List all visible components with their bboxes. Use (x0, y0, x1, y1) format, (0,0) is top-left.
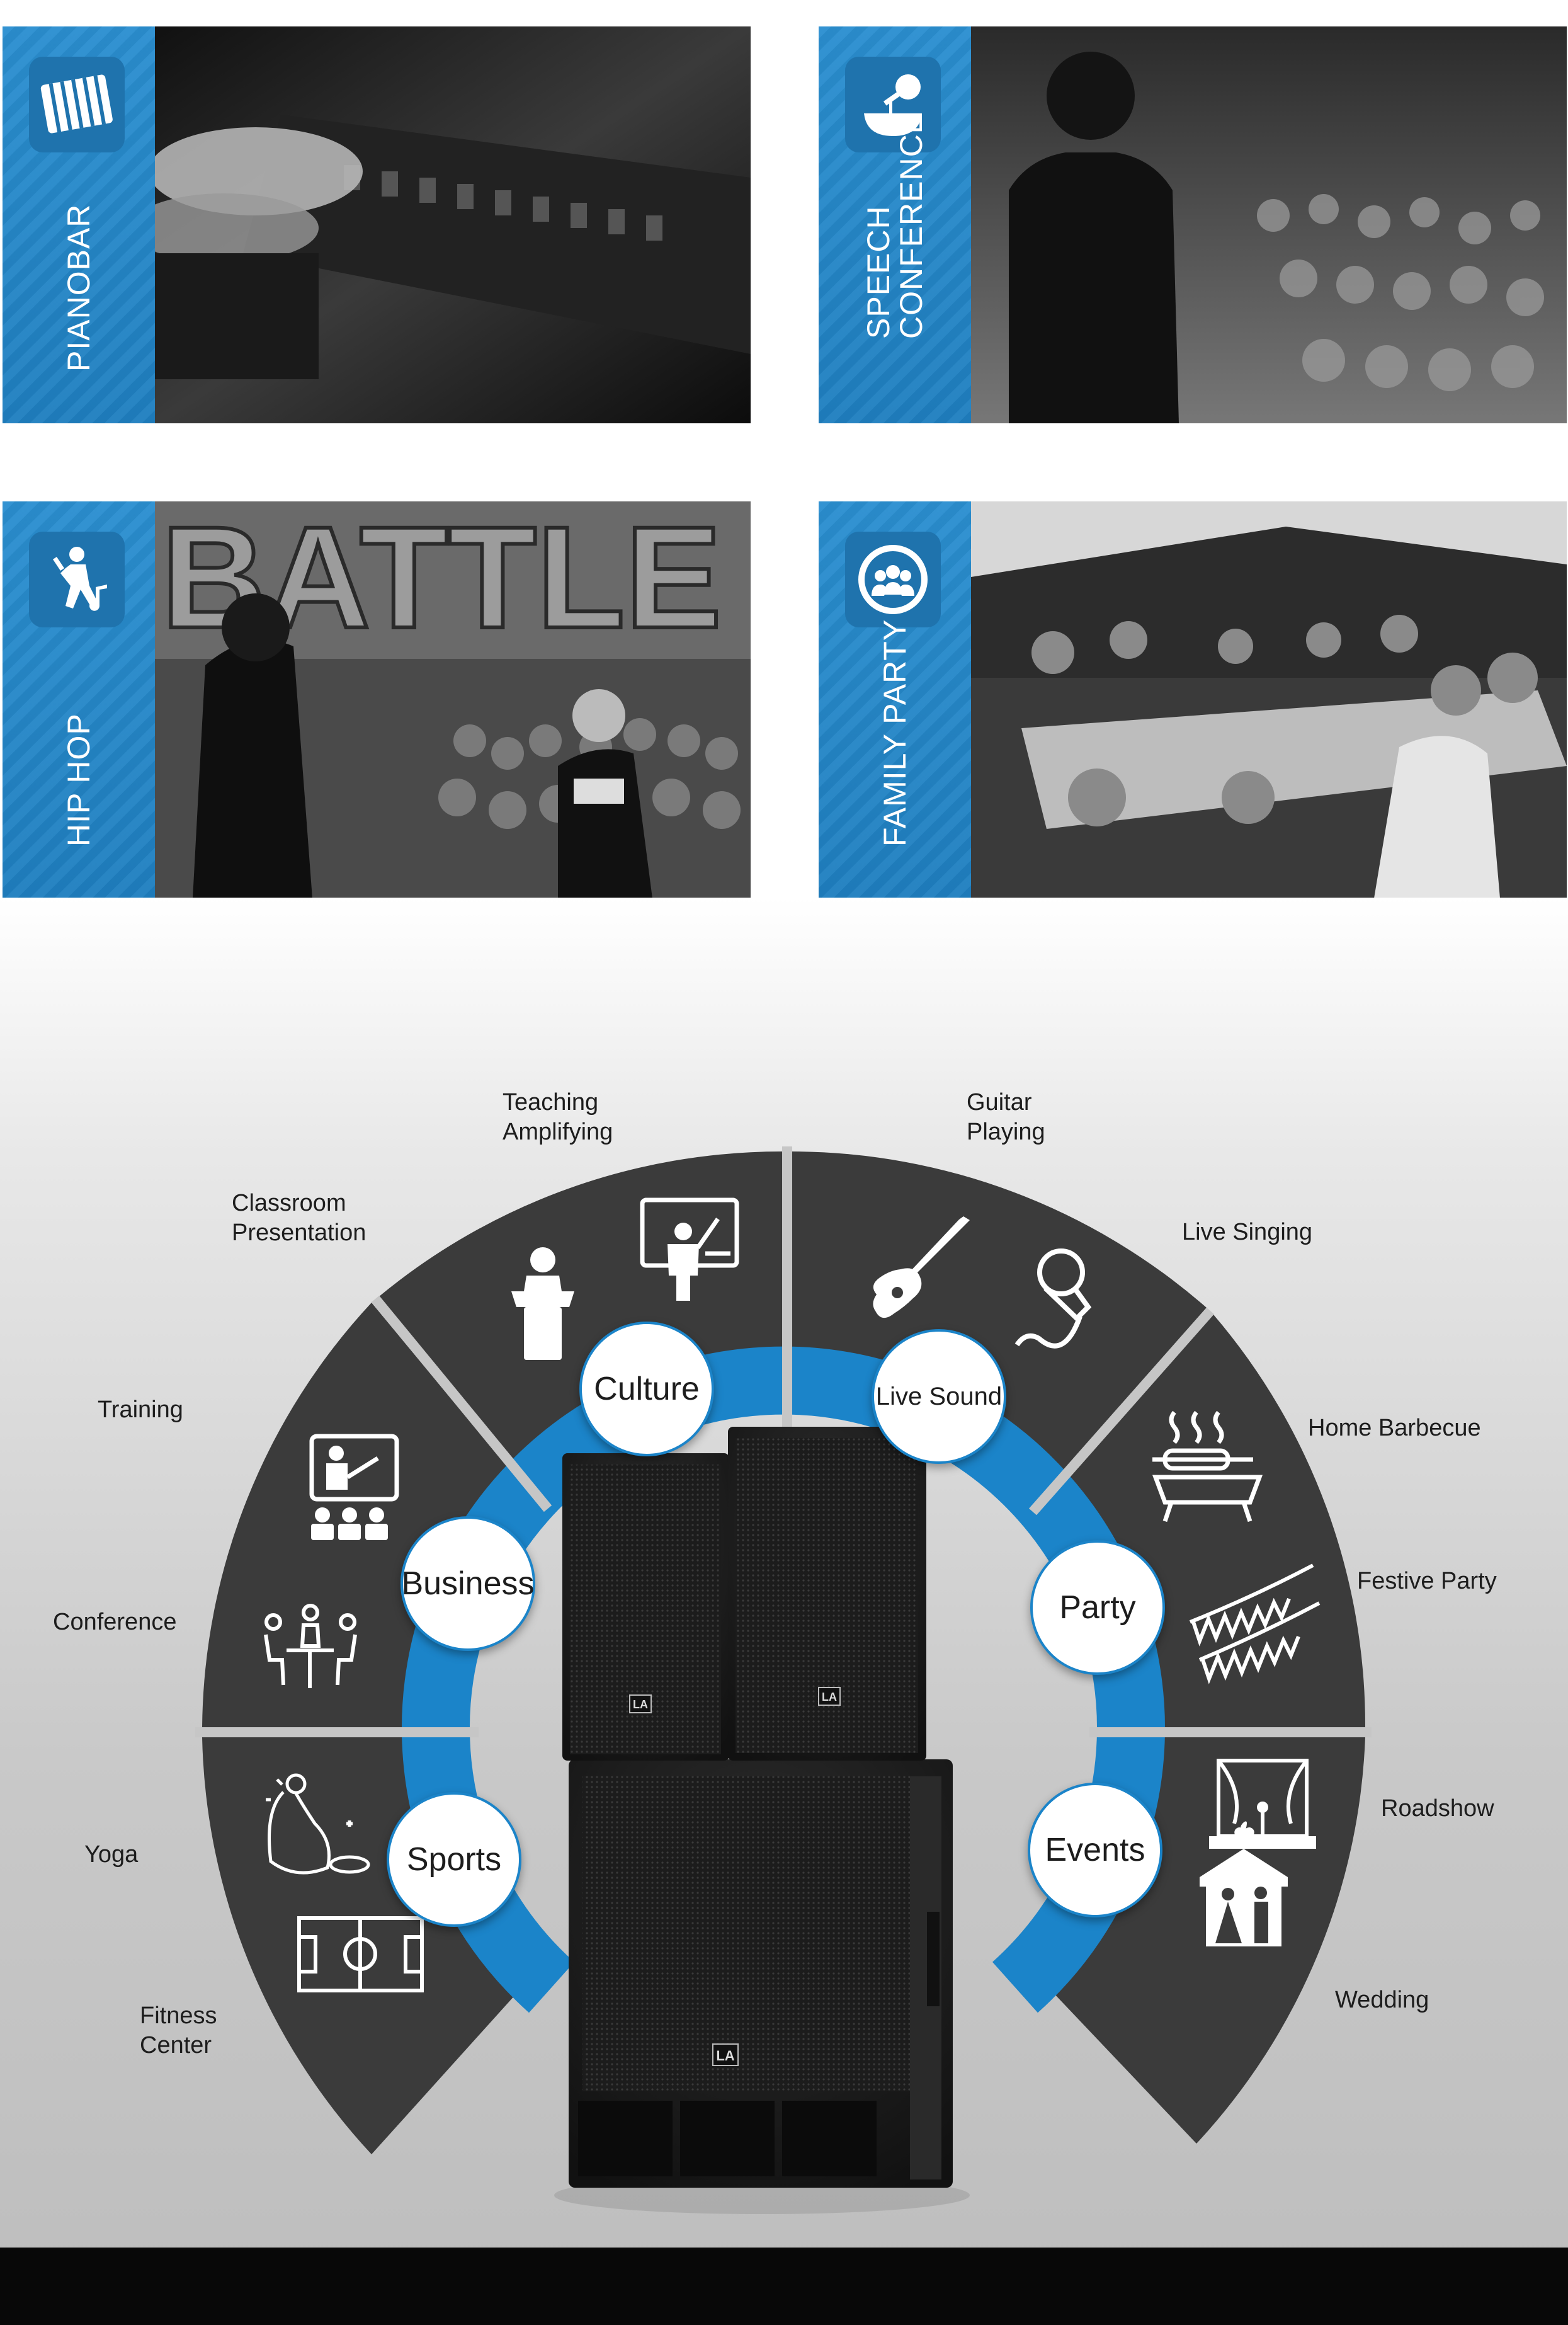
label-wedding: Wedding (1335, 1987, 1429, 2013)
group-people-icon (845, 532, 941, 627)
microphone-podium-icon (845, 57, 941, 152)
label-roadshow: Roadshow (1381, 1795, 1494, 1822)
teacher-board-icon (640, 1197, 739, 1301)
hub-live-sound[interactable]: Live Sound (872, 1329, 1006, 1464)
card-family-party: FAMILY PARTY (819, 501, 1567, 898)
label-yoga: Yoga (84, 1841, 139, 1868)
pianobar-photo (155, 26, 751, 423)
stage-icon (1209, 1759, 1316, 1849)
label-live-singing: Live Singing (1182, 1219, 1313, 1245)
applications-section: LA LA LA (0, 898, 1568, 2325)
family-band (819, 501, 971, 898)
podium-icon (511, 1247, 574, 1360)
hub-culture[interactable]: Culture (579, 1322, 714, 1456)
brand-logo-left: LA (633, 1698, 648, 1711)
bunting-icon (1189, 1563, 1321, 1684)
football-field-icon (297, 1916, 424, 1992)
speech-photo (971, 26, 1567, 423)
family-party-label: FAMILY PARTY (877, 619, 912, 847)
label-festive-party: Festive Party (1357, 1568, 1497, 1594)
card-pianobar: PIANOBAR (3, 26, 751, 423)
label-training: Training (98, 1397, 183, 1423)
piano-keys-icon (29, 57, 125, 152)
footer-bar (0, 2248, 1568, 2325)
microphone-icon (1014, 1248, 1092, 1349)
hiphop-label: HIP HOP (61, 713, 96, 847)
hub-sports[interactable]: Sports (387, 1792, 521, 1927)
guitar-icon (873, 1216, 970, 1318)
speaker-system-image: LA LA LA (554, 1427, 970, 2214)
pianobar-label: PIANOBAR (61, 203, 96, 372)
label-conference: Conference (53, 1609, 177, 1635)
card-hip-hop: BATTLE HIP HOP (3, 501, 751, 898)
label-home-barbecue: Home Barbecue (1308, 1415, 1481, 1441)
yoga-icon (266, 1773, 370, 1875)
hub-events[interactable]: Events (1028, 1783, 1162, 1917)
barbecue-icon (1152, 1410, 1263, 1522)
dancer-icon (29, 532, 125, 627)
brand-logo-sub: LA (716, 2048, 734, 2064)
classroom-icon (309, 1434, 399, 1540)
brand-logo-right: LA (822, 1691, 837, 1703)
meeting-icon (264, 1604, 357, 1688)
hiphop-photo: BATTLE (155, 501, 751, 898)
hub-party[interactable]: Party (1030, 1540, 1165, 1675)
hub-business[interactable]: Business (401, 1516, 535, 1651)
wedding-icon (1200, 1821, 1288, 1946)
applications-wheel: LA LA LA (195, 1146, 1372, 2214)
family-party-photo (971, 501, 1567, 898)
